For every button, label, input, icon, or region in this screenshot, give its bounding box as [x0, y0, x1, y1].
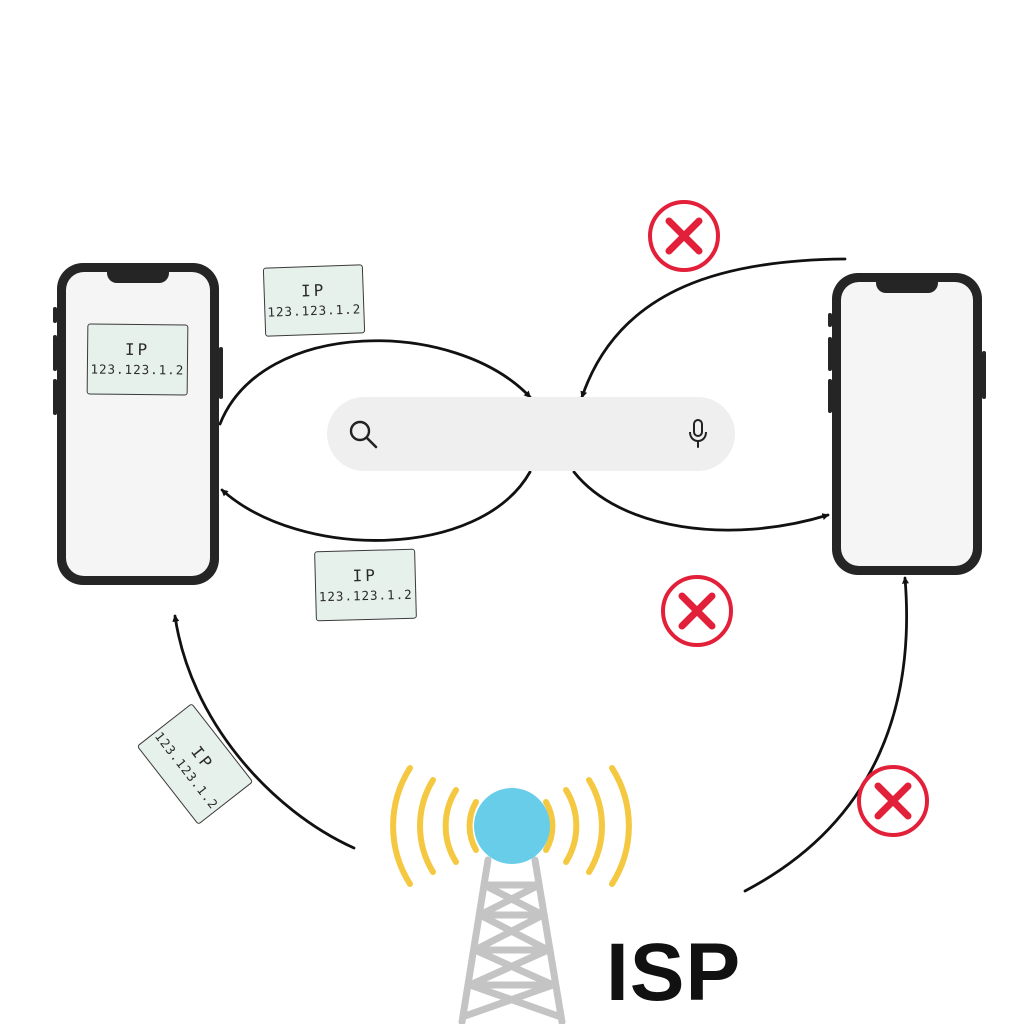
ip-card-on-phone: IP 123.123.1.2 — [86, 323, 189, 396]
left-phone-screen — [66, 272, 210, 576]
ip-card-label: IP — [300, 280, 327, 301]
search-bar[interactable] — [327, 397, 735, 471]
ip-card-label: IP — [124, 339, 151, 360]
arrow-isp-to-left-phone — [172, 614, 356, 850]
tower-top-ball — [474, 788, 550, 864]
x-circle-icon — [661, 575, 733, 647]
x-circle-icon — [857, 765, 929, 837]
ip-card-address: 123.123.1.2 — [267, 301, 362, 320]
signal-waves — [390, 765, 632, 887]
arrow-isp-to-right-phone — [743, 576, 909, 893]
phone-notch — [876, 279, 938, 293]
right-phone — [828, 273, 986, 575]
ip-card-address: 123.123.1.2 — [318, 586, 413, 604]
broadcast-tower-icon — [390, 765, 632, 1024]
x-circle-icon — [648, 200, 720, 272]
arrow-right-phone-to-search — [580, 257, 847, 399]
isp-label: ISP — [606, 927, 742, 1018]
tower-lattice — [458, 856, 566, 1024]
left-phone — [53, 263, 223, 585]
phone-notch — [107, 269, 169, 283]
arrow-search-to-right-phone — [572, 470, 830, 532]
ip-card-address: 123.123.1.2 — [90, 361, 185, 378]
arrow-search-to-left-phone — [220, 470, 532, 542]
right-phone-screen — [841, 282, 973, 566]
search-icon[interactable] — [347, 418, 379, 450]
microphone-icon[interactable] — [687, 418, 709, 450]
ip-card-label: IP — [352, 565, 379, 585]
ip-card-outgoing: IP 123.123.1.2 — [262, 264, 366, 337]
arrow-left-phone-to-search — [218, 339, 532, 426]
ip-card-returning: IP 123.123.1.2 — [314, 548, 417, 622]
